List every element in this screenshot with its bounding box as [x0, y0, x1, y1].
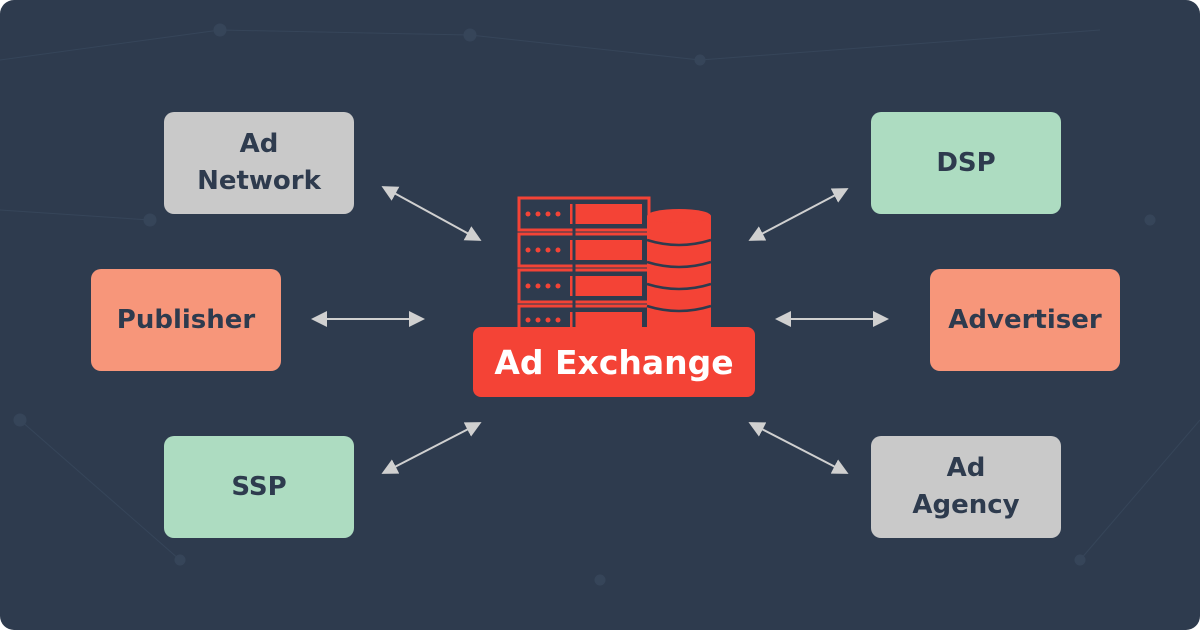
node-label: Ad: [946, 453, 986, 483]
arrow-ssp: [381, 422, 482, 474]
arrow-ad-network: [381, 186, 482, 241]
node-dsp: DSP: [871, 112, 1061, 214]
server-database-icon: [517, 196, 712, 332]
node-label: DSP: [936, 147, 996, 178]
node-ssp: SSP: [164, 436, 354, 538]
ad-exchange-label: Ad Exchange: [473, 327, 755, 397]
arrow-ad-agency: [748, 422, 849, 474]
node-label: Agency: [912, 490, 1020, 520]
arrow-dsp: [748, 188, 849, 241]
node-label: Publisher: [116, 304, 256, 335]
node-label: Advertiser: [948, 304, 1102, 335]
node-publisher: Publisher: [91, 269, 281, 371]
node-label: Ad: [239, 129, 279, 159]
node-label: SSP: [231, 471, 287, 502]
node-advertiser: Advertiser: [930, 269, 1120, 371]
node-label: Network: [197, 166, 321, 196]
